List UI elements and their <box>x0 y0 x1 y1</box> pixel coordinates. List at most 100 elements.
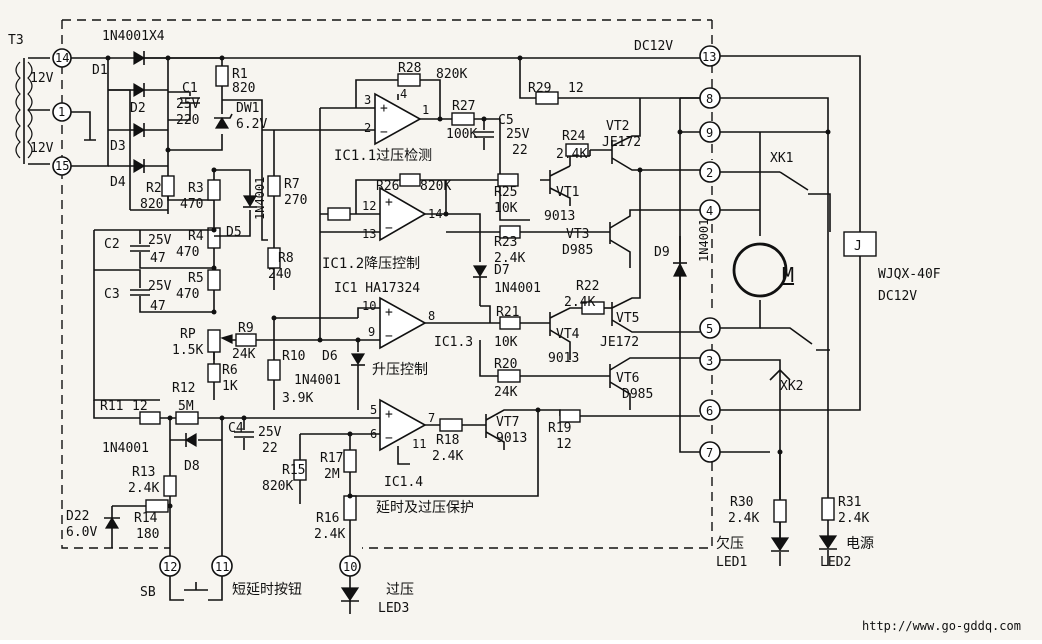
led3-symbol <box>340 587 360 602</box>
r29-name: R29 <box>528 81 551 96</box>
d22-value: 6.0V <box>66 525 97 540</box>
r24-value: 2.4K <box>556 147 587 162</box>
terminal-12-label: 12 <box>163 560 177 574</box>
r21-value: 10K <box>494 335 518 350</box>
r27-value: 100K <box>446 127 477 142</box>
led2-name: LED2 <box>820 555 851 570</box>
r28-name: R28 <box>398 61 421 76</box>
resistor-r21 <box>499 316 521 330</box>
pot-rp-wiper <box>220 334 233 344</box>
ic1-3-pin9: 9 <box>368 325 375 339</box>
vt2-value: JE172 <box>602 135 641 150</box>
vt4-legs <box>549 307 582 360</box>
c5-voltage: 25V <box>506 127 530 142</box>
r16-value: 2.4K <box>314 527 345 542</box>
r14-name: R14 <box>134 511 158 526</box>
ic1-3-opamp <box>379 296 427 350</box>
dw1-output <box>222 99 320 241</box>
r20-wiring <box>479 340 610 377</box>
r28-value: 820K <box>436 67 467 82</box>
led1-caption: 欠压 <box>716 536 744 552</box>
r22-value: 2.4K <box>564 295 595 310</box>
diode-d9-symbol <box>673 262 687 277</box>
dc-bus-top <box>168 57 700 99</box>
r29-value: 12 <box>568 81 584 96</box>
terminal-6-label: 6 <box>706 404 713 418</box>
r13-value: 2.4K <box>128 481 159 496</box>
zener-dw1-symbol <box>214 116 230 129</box>
resistor-r23 <box>499 225 521 239</box>
ic1-4-minus: − <box>385 431 393 446</box>
vt4-name: VT4 <box>556 327 580 342</box>
dw1-value: 6.2V <box>236 117 267 132</box>
resistor-r30 <box>773 499 787 523</box>
r25-name: R25 <box>494 185 517 200</box>
d8-wiring <box>169 418 223 560</box>
sb-caption: 短延时按钮 <box>232 582 302 598</box>
r9-value: 24K <box>232 347 256 362</box>
relay-name: J <box>854 239 862 254</box>
r4-value: 470 <box>176 245 199 260</box>
diode-d2-label: D2 <box>130 101 146 116</box>
diode-d4-label: D4 <box>110 175 126 190</box>
c2-voltage: 25V <box>148 233 172 248</box>
dw1-name: DW1 <box>236 101 259 116</box>
c4-capacitance: 22 <box>262 441 278 456</box>
ic1-4-pin7: 7 <box>428 411 435 425</box>
transformer-leads <box>28 57 50 165</box>
r19-value: 12 <box>556 437 572 452</box>
resistor-r19 <box>559 409 581 423</box>
c3-capacitance: 47 <box>150 299 166 314</box>
switch-xk1[interactable] <box>779 171 831 232</box>
resistor-r25 <box>497 173 519 187</box>
dc12v-label: DC12V <box>634 39 673 54</box>
r31-value: 2.4K <box>838 511 869 526</box>
resistor-r17 <box>343 449 357 473</box>
board-outline <box>61 19 713 549</box>
zener-dw1-bar <box>214 113 233 119</box>
transformer-upper-voltage: 12V <box>30 71 54 86</box>
vt7-name: VT7 <box>496 415 519 430</box>
resistor-r12 <box>175 411 199 425</box>
r5-name: R5 <box>188 271 204 286</box>
r21-name: R21 <box>496 305 519 320</box>
led2-caption: 电源 <box>846 536 874 552</box>
vt2-name: VT2 <box>606 119 629 134</box>
c1-capacitance: 220 <box>176 113 199 128</box>
r8-name: R8 <box>278 251 294 266</box>
ic1-4-function-label: 延时及过压保护 <box>376 500 474 516</box>
resistor-r7 <box>267 175 281 197</box>
zener-d22-wiring <box>104 506 120 548</box>
c2-name: C2 <box>104 237 120 252</box>
footer-url: http://www.go-gddq.com <box>862 619 1021 633</box>
r23-name: R23 <box>494 235 517 250</box>
vt6-value: D985 <box>622 387 653 402</box>
d7-name: D7 <box>494 263 510 278</box>
switch-xk2[interactable] <box>760 327 830 351</box>
zener-d22-symbol <box>104 516 120 529</box>
vt6-name: VT6 <box>616 371 639 386</box>
c3-name: C3 <box>104 287 120 302</box>
r12-name: R12 <box>172 381 195 396</box>
r30-value: 2.4K <box>728 511 759 526</box>
button-sb[interactable] <box>169 576 223 601</box>
ic1-1-minus: − <box>380 125 388 140</box>
r23-value: 2.4K <box>494 251 525 266</box>
ic1-3-function-label: 升压控制 <box>372 362 428 378</box>
led1-name: LED1 <box>716 555 747 570</box>
ic1-1-pin4: 4 <box>400 87 407 101</box>
terminal-8-label: 8 <box>706 92 713 106</box>
vt5-name: VT5 <box>616 311 639 326</box>
r11-name: R11 <box>100 399 123 414</box>
r3-value: 470 <box>180 197 203 212</box>
r22-name: R22 <box>576 279 599 294</box>
vt7-value: 9013 <box>496 431 527 446</box>
r17-name: R17 <box>320 451 343 466</box>
d22-name: D22 <box>66 509 89 524</box>
r15-value: 820K <box>262 479 293 494</box>
c3-voltage: 25V <box>148 279 172 294</box>
r12-value: 5M <box>178 399 194 414</box>
pot-rp[interactable] <box>207 329 221 353</box>
terminal-9-label: 9 <box>706 126 713 140</box>
resistor-r18 <box>439 418 463 432</box>
